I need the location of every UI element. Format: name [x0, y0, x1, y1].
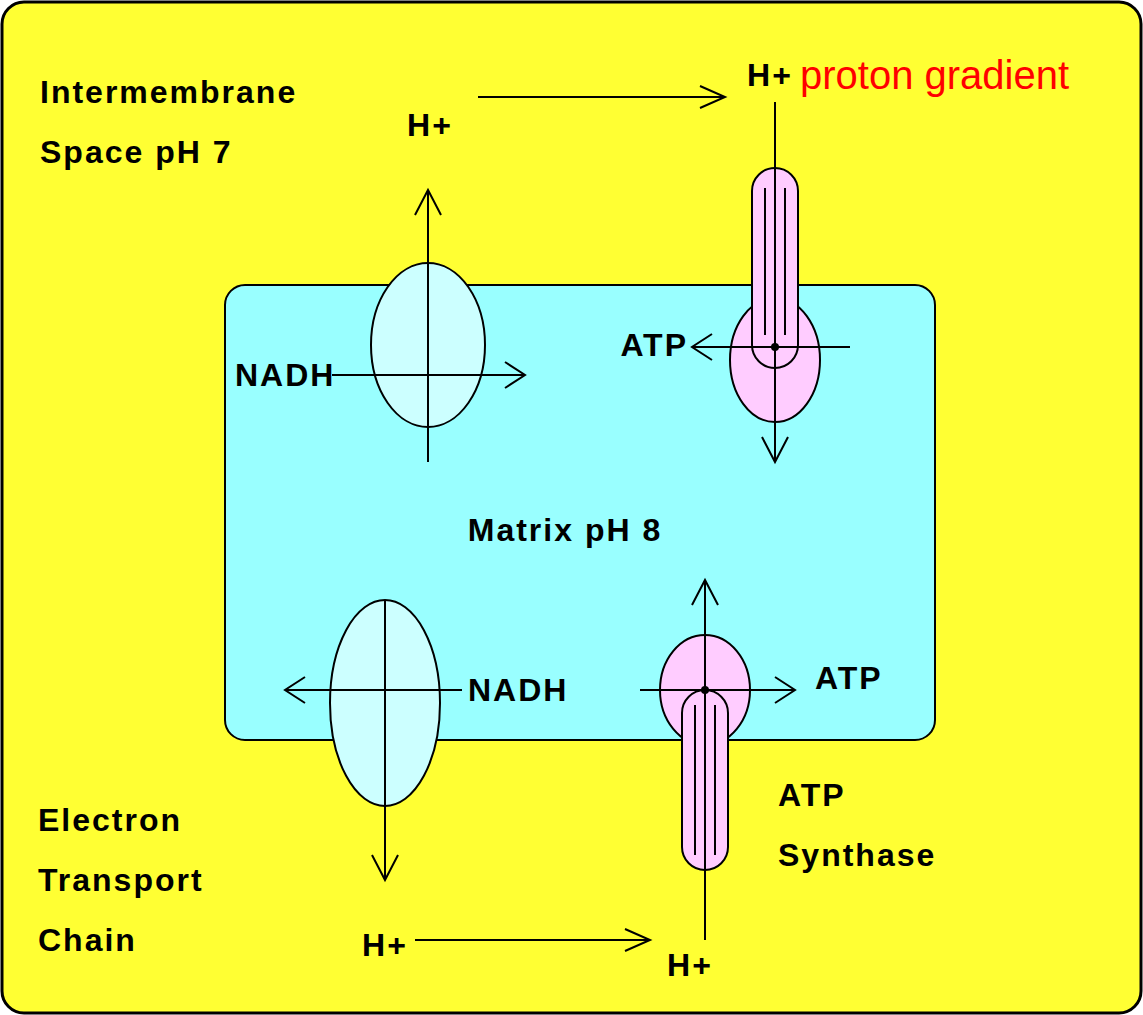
atp-path: [640, 689, 795, 691]
proton-path: [704, 580, 706, 940]
electron-transport-complex-bottom: [285, 600, 462, 880]
arrow-head: [415, 190, 441, 215]
atp-synthase-top: [692, 102, 850, 462]
product-label: ATP: [620, 327, 688, 364]
arrow-head: [692, 580, 718, 605]
pivot-dot: [701, 686, 709, 694]
arrow-head: [625, 929, 650, 951]
proton-label: H+: [747, 57, 793, 94]
electron-path: [285, 689, 462, 691]
proton-path: [384, 600, 386, 880]
arrow-head: [285, 677, 305, 703]
compartment-heading: Matrix pH 8: [468, 512, 662, 549]
annotation: proton gradient: [800, 52, 1069, 98]
stalk-line: [784, 188, 786, 335]
proton-path: [774, 102, 776, 462]
arrow-head: [505, 362, 525, 388]
region-heading: Intermembrane Space pH 7: [40, 62, 340, 182]
proton-label: H+: [667, 947, 713, 984]
arrow-head: [692, 334, 712, 360]
proton-path: [427, 190, 429, 462]
substrate-label: NADH: [468, 672, 568, 709]
part-name: Electron Transport Chain: [38, 790, 238, 970]
gradient-arrow: [415, 939, 650, 941]
arrow-head: [700, 86, 725, 108]
proton-label: H+: [362, 927, 408, 964]
stalk-line: [714, 705, 716, 855]
proton-arrows: [415, 86, 725, 951]
product-label: ATP: [815, 660, 883, 697]
stalk-line: [764, 188, 766, 335]
gradient-arrow: [478, 96, 725, 98]
pivot-dot: [771, 343, 779, 351]
arrow-head: [775, 677, 795, 703]
electron-path: [332, 374, 525, 376]
arrow-head: [762, 437, 788, 462]
electron-transport-complex-top: [332, 190, 525, 462]
atp-synthase-bottom: [640, 580, 795, 940]
substrate-label: NADH: [235, 357, 335, 394]
arrow-head: [372, 855, 398, 880]
proton-label: H+: [407, 107, 453, 144]
part-name: ATP Synthase: [778, 765, 978, 885]
stalk-line: [694, 705, 696, 855]
